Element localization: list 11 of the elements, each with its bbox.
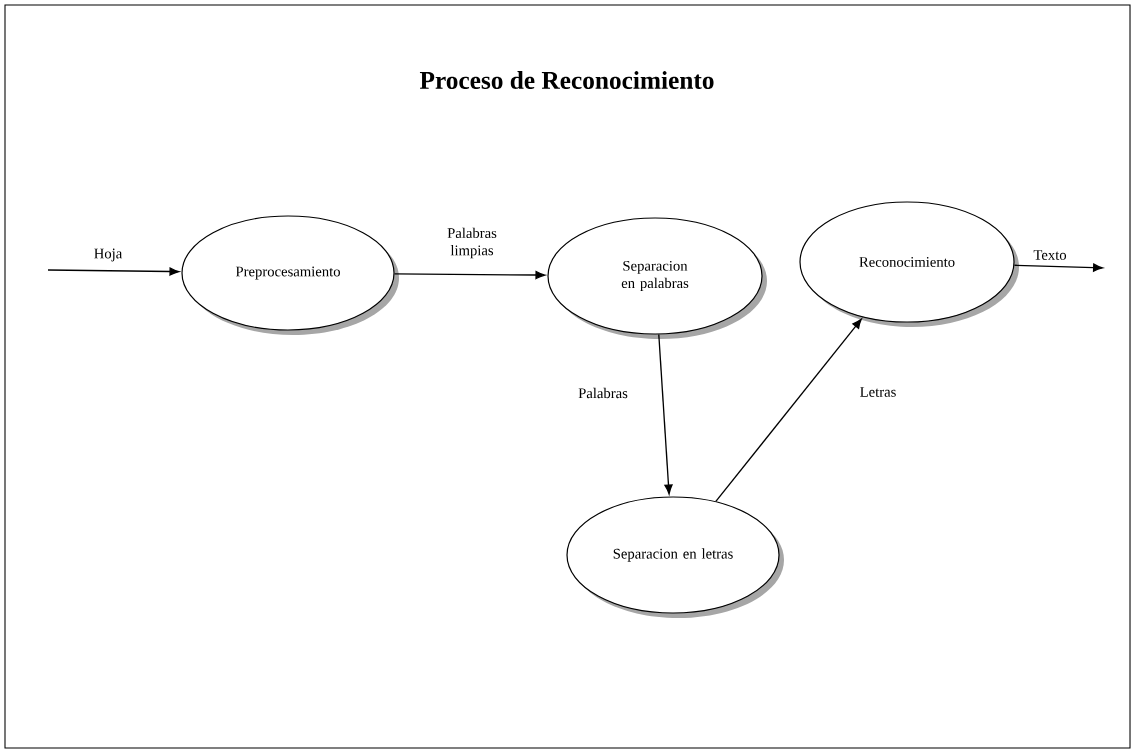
arrow	[715, 318, 862, 502]
arrow	[1013, 263, 1104, 272]
edge-label: Texto	[1033, 250, 1067, 260]
edge-label: Palabras limpias	[447, 227, 497, 259]
arrow	[47, 267, 180, 276]
arrow	[658, 333, 673, 495]
title: Proceso de Reconocimiento	[419, 71, 714, 89]
arrow	[393, 270, 546, 280]
edge-label: Palabras	[578, 387, 628, 399]
edge-label: Letras	[860, 387, 896, 397]
edge-label: Hoja	[94, 248, 123, 262]
